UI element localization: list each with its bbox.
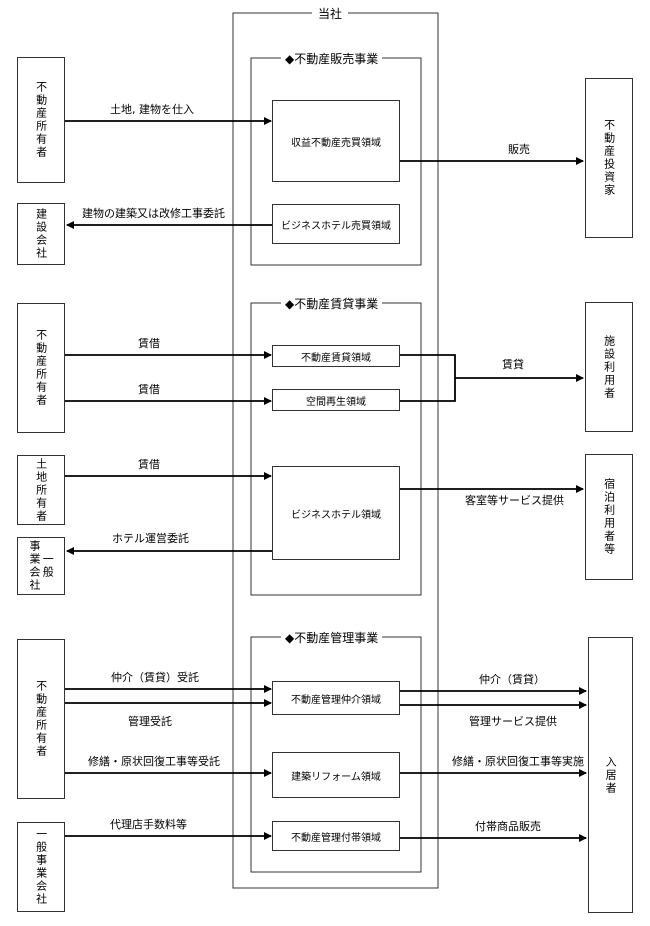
party-general-co: 一般 事業会社 bbox=[17, 537, 65, 595]
party-general-co-line2: 事業会社 bbox=[28, 540, 41, 592]
flow-label-lease2: 賃借 bbox=[138, 383, 160, 396]
domain-brokerage: 不動産管理仲介領域 bbox=[272, 681, 400, 715]
flow-label-agency-fee: 代理店手数料等 bbox=[110, 818, 187, 831]
domain-profit-re: 収益不動産売買領域 bbox=[272, 100, 400, 182]
flow-label-construction-order: 建物の建築又は改修工事委託 bbox=[82, 207, 225, 220]
party-land-owner-label: 土地所有者 bbox=[34, 457, 48, 523]
domain-re-rental: 不動産賃貸領域 bbox=[272, 345, 400, 367]
party-construction: 建設会社 bbox=[17, 203, 65, 265]
flow-label-mgmt-in: 管理受託 bbox=[128, 715, 172, 728]
flow-label-brokerage-in: 仲介（賃貸）受託 bbox=[111, 671, 199, 684]
domain-profit-re-label: 収益不動産売買領域 bbox=[291, 137, 381, 149]
domain-biz-hotel-label: ビジネスホテル領域 bbox=[291, 509, 381, 521]
party-general-co-line1: 一般 bbox=[41, 553, 55, 579]
segment-title-management: ◆不動産管理事業 bbox=[281, 629, 383, 646]
party-tenants-label: 入居者 bbox=[604, 755, 618, 795]
domain-reform-label: 建築リフォーム領域 bbox=[291, 771, 381, 783]
domain-vacancy: 空間再生領域 bbox=[272, 389, 400, 411]
flow-label-rent-out: 賃貸 bbox=[502, 358, 524, 371]
party-general-biz: 一般事業会社 bbox=[17, 822, 65, 912]
domain-re-rental-label: 不動産賃貸領域 bbox=[301, 352, 371, 364]
party-owner1: 不動産所有者 bbox=[17, 57, 65, 183]
company-title: 当社 bbox=[312, 5, 349, 22]
party-owner2-label: 不動産所有者 bbox=[34, 329, 48, 407]
party-owner1-label: 不動産所有者 bbox=[34, 81, 48, 159]
domain-ancillary-label: 不動産管理付帯領域 bbox=[291, 832, 381, 844]
flow-label-goods-sale: 付帯商品販売 bbox=[475, 820, 541, 833]
party-lodging-users-label: 宿泊利用者等 bbox=[602, 478, 616, 556]
flow-label-repair-in: 修繕・原状回復工事等受託 bbox=[88, 755, 220, 768]
party-investor: 不動産投資家 bbox=[585, 78, 633, 238]
flow-label-sale: 販売 bbox=[508, 143, 530, 156]
party-owner3-label: 不動産所有者 bbox=[34, 680, 48, 758]
flow-label-lease3: 賃借 bbox=[138, 458, 160, 471]
domain-ancillary: 不動産管理付帯領域 bbox=[272, 821, 400, 851]
party-land-owner: 土地所有者 bbox=[17, 455, 65, 525]
flow-label-brokerage-out: 仲介（賃貸） bbox=[479, 673, 545, 686]
domain-biz-hotel: ビジネスホテル領域 bbox=[272, 466, 400, 560]
flow-label-purchase: 土地, 建物を仕入 bbox=[110, 103, 194, 116]
party-facility-users-label: 施設利用者 bbox=[602, 334, 616, 400]
party-construction-label: 建設会社 bbox=[34, 208, 48, 260]
flow-label-hotel-consign: ホテル運営委託 bbox=[112, 532, 189, 545]
party-general-biz-label: 一般事業会社 bbox=[34, 828, 48, 906]
party-lodging-users: 宿泊利用者等 bbox=[585, 454, 633, 580]
flow-label-lease1: 賃借 bbox=[138, 337, 160, 350]
segment-title-rental: ◆不動産賃貸事業 bbox=[281, 295, 383, 312]
party-owner2: 不動産所有者 bbox=[17, 303, 65, 433]
domain-biz-hotel-sale-label: ビジネスホテル売買領域 bbox=[281, 220, 391, 232]
flow-label-mgmt-service: 管理サービス提供 bbox=[469, 715, 557, 728]
flow-label-room-service: 客室等サービス提供 bbox=[465, 494, 564, 507]
domain-reform: 建築リフォーム領域 bbox=[272, 752, 400, 798]
flow-label-repair-out: 修繕・原状回復工事等実施 bbox=[452, 755, 584, 768]
segment-title-sales: ◆不動産販売事業 bbox=[281, 50, 383, 67]
domain-vacancy-label: 空間再生領域 bbox=[306, 396, 366, 408]
party-investor-label: 不動産投資家 bbox=[602, 119, 616, 197]
party-tenants: 入居者 bbox=[588, 637, 633, 913]
party-owner3: 不動産所有者 bbox=[17, 639, 65, 799]
party-facility-users: 施設利用者 bbox=[585, 302, 633, 432]
domain-brokerage-label: 不動産管理仲介領域 bbox=[291, 694, 381, 706]
domain-biz-hotel-sale: ビジネスホテル売買領域 bbox=[272, 204, 400, 244]
bracket-rent-out bbox=[400, 354, 456, 402]
